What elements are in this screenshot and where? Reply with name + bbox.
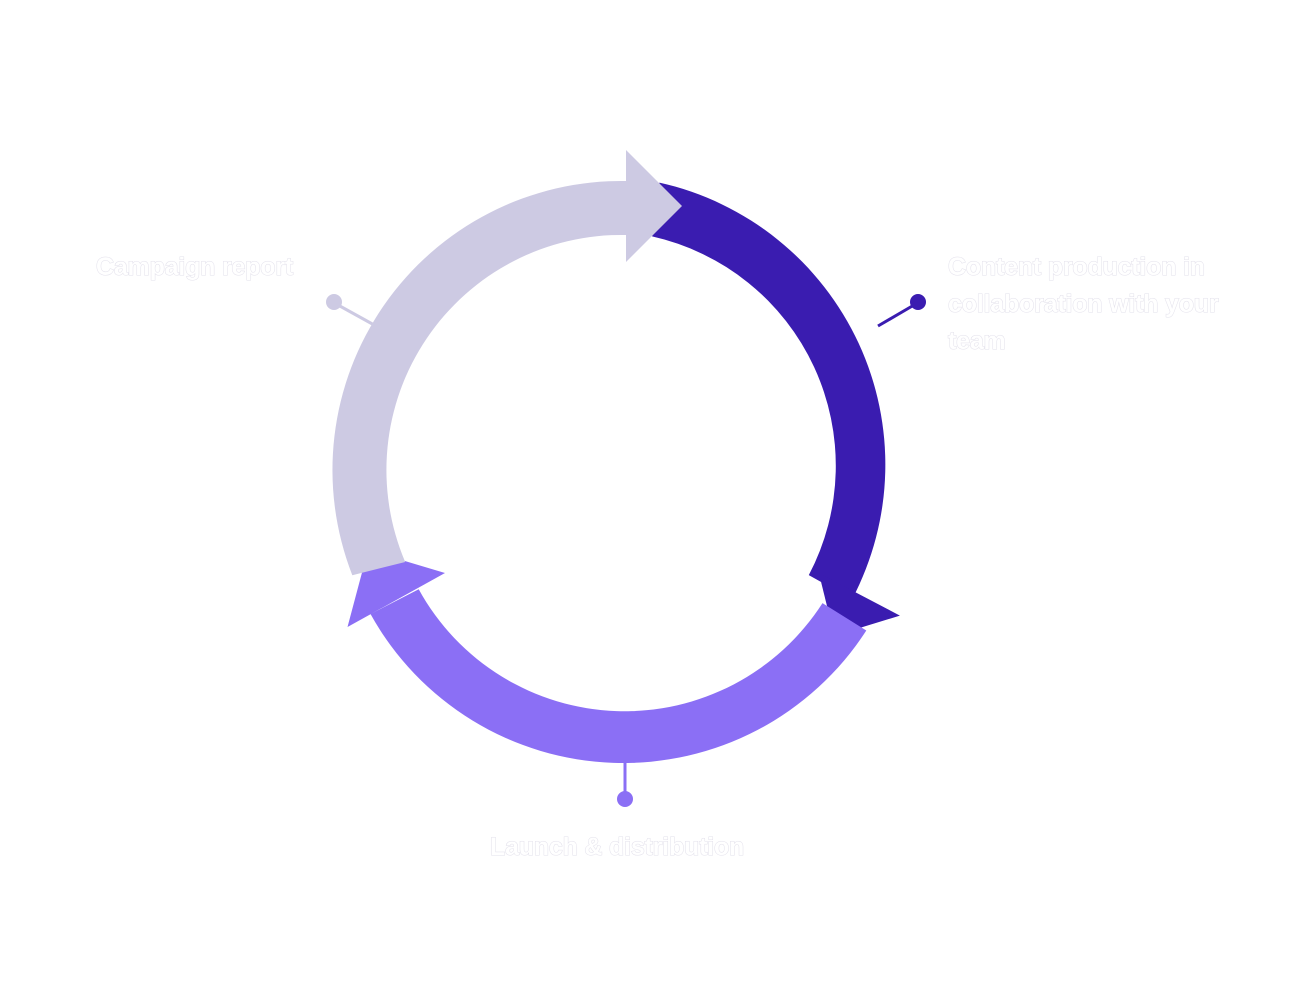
connector-report [326,294,377,328]
connector-dot [617,791,633,807]
connector-dot [326,294,342,310]
connector-dot [910,294,926,310]
stage-launch-arc [347,550,867,764]
stage-content-arc [652,182,900,636]
report-arc [332,180,626,576]
content-arc [652,182,886,600]
label-launch-distribution: Launch & distribution [489,833,745,862]
report-arrowhead-icon [626,150,682,262]
connector-content [877,294,926,328]
label-content-production: Content production in collaboration with… [948,253,1220,356]
stage-report-arc [332,150,682,576]
label-campaign-report: Campaign report [95,253,294,282]
connector-launch [617,760,633,807]
launch-arc [370,589,867,764]
